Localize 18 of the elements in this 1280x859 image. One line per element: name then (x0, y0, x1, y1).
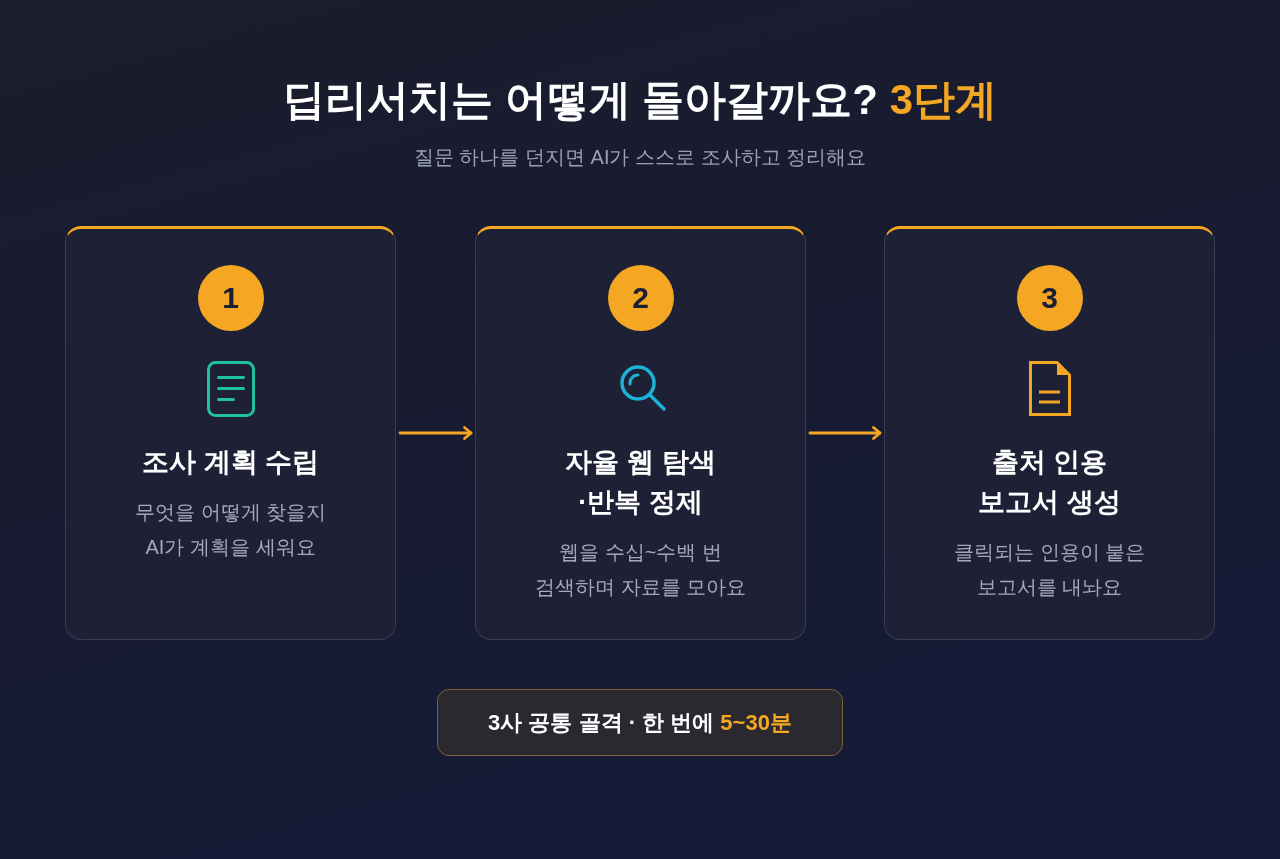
step-description: 무엇을 어떻게 찾을지 AI가 계획을 세워요 (133, 500, 328, 560)
step-card (475, 226, 806, 640)
step-number-badge: 2 (607, 265, 674, 331)
arrow (398, 426, 473, 440)
summary-text: 3사 공통 골격 · 한 번에 5~30분 (488, 708, 792, 737)
step-heading: 자율 웹 탐색 ·반복 정제 (564, 446, 717, 519)
step-description: 클릭되는 인용이 붙은 보고서를 내놔요 (952, 540, 1147, 600)
step-description: 웹을 수십~수백 번 검색하며 자료를 모아요 (533, 540, 748, 600)
step-number-badge: 3 (1016, 265, 1083, 331)
arrow (808, 426, 882, 440)
subtitle: 질문 하나를 던지면 AI가 스스로 조사하고 정리해요 (413, 145, 867, 170)
page-title: 딥리서치는 어떻게 돌아갈까요? 3단계 (283, 75, 997, 125)
step-card (65, 226, 396, 640)
summary-banner (437, 689, 843, 756)
step-card (884, 226, 1215, 640)
step-heading: 출처 인용 보고서 생성 (977, 446, 1122, 519)
step-heading: 조사 계획 수립 (142, 446, 319, 479)
step-number-badge: 1 (197, 265, 264, 331)
